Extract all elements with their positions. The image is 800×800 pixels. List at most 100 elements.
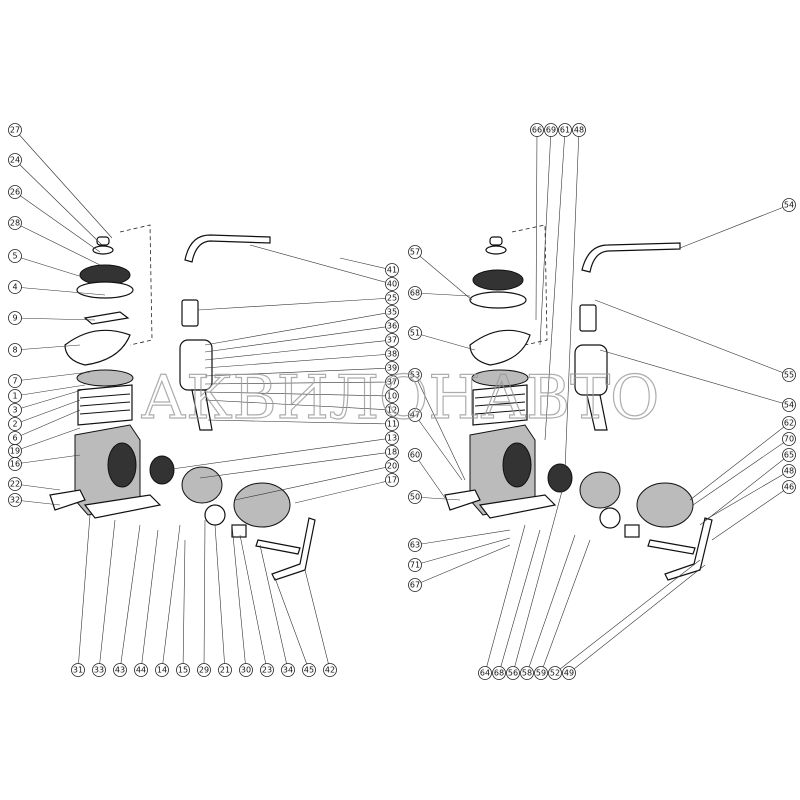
callout-50: 50 [408,490,422,504]
callout-49: 49 [562,666,576,680]
callout-circle [782,398,796,412]
callout-circle [8,153,22,167]
callout-circle [408,558,422,572]
callout-18: 18 [385,445,399,459]
leader-line [526,534,576,674]
leader-line [14,409,81,439]
callout-number: 54 [784,201,794,210]
callout-number: 24 [10,156,20,165]
callout-68: 68 [492,666,506,680]
callout-circle [176,663,190,677]
callout-number: 34 [283,666,293,675]
callout-circle [134,663,148,677]
callout-14: 14 [155,663,169,677]
leader-line [304,569,331,671]
callout-43: 43 [113,663,127,677]
callout-number: 41 [387,266,397,275]
callout-circle [8,457,22,471]
callout-48: 48 [572,123,586,137]
callout-52: 52 [548,666,562,680]
callout-number: 18 [387,448,397,457]
callout-44: 44 [134,663,148,677]
callout-10: 10 [385,389,399,403]
callout-number: 39 [387,364,397,373]
callout-number: 2 [12,420,17,429]
callout-circle [8,343,22,357]
callout-circle [218,663,232,677]
callout-circle [782,416,796,430]
callout-number: 36 [387,322,397,331]
callout-number: 12 [387,406,397,415]
callout-circle [385,389,399,403]
callout-number: 56 [508,669,518,678]
callout-number: 16 [10,460,20,469]
callout-33: 33 [92,663,106,677]
callout-circle [782,432,796,446]
callout-4: 4 [8,280,22,294]
leader-line [711,486,790,541]
callout-circle [782,448,796,462]
callout-38: 38 [385,347,399,361]
leader-line [259,544,289,671]
callout-number: 37 [387,378,397,387]
callout-7: 7 [8,374,22,388]
callout-37: 37 [385,333,399,347]
callout-circle [8,403,22,417]
callout-67: 67 [408,578,422,592]
watermark: АКВИЛОНАВТО [141,363,660,433]
callout-circle [385,305,399,319]
callout-number: 43 [115,666,125,675]
leader-line [689,422,790,501]
callout-17: 17 [385,473,399,487]
callout-circle [8,280,22,294]
leader-line [14,399,81,425]
callout-circle [534,666,548,680]
leader-line [119,524,141,671]
callout-47: 47 [408,408,422,422]
callout-63: 63 [408,538,422,552]
leader-line [204,325,393,353]
callout-number: 1 [12,392,17,401]
callout-circle [385,417,399,431]
callout-22: 22 [8,477,22,491]
callout-circle [8,374,22,388]
callout-circle [8,311,22,325]
callout-number: 71 [410,561,420,570]
callout-circle [520,666,534,680]
leader-line [239,534,268,671]
callout-circle [385,473,399,487]
leader-line [704,470,790,521]
callout-11: 11 [385,417,399,431]
callout-42: 42 [323,663,337,677]
callout-circle [782,368,796,382]
callout-circle [8,185,22,199]
callout-circle [478,666,492,680]
callout-46: 46 [782,480,796,494]
callout-circle [408,448,422,462]
callout-circle [8,389,22,403]
leader-line [204,381,393,385]
leader-line [231,524,247,671]
callout-number: 23 [262,666,272,675]
callout-61: 61 [558,123,572,137]
callout-number: 53 [410,371,420,380]
leader-line [214,524,226,671]
leader-line [554,559,701,674]
leader-line [414,374,466,481]
leader-line [14,454,81,465]
leader-line [14,384,86,397]
leader-line [204,391,393,397]
callout-number: 70 [784,435,794,444]
callout-69: 69 [544,123,558,137]
callout-number: 64 [480,669,490,678]
leader-line [204,399,393,411]
leader-line [599,349,790,406]
callout-number: 42 [325,666,335,675]
leader-line [140,529,159,671]
callout-number: 28 [10,219,20,228]
leader-line [14,344,81,351]
callout-number: 68 [410,289,420,298]
leader-line [197,297,393,311]
callout-number: 67 [410,581,420,590]
